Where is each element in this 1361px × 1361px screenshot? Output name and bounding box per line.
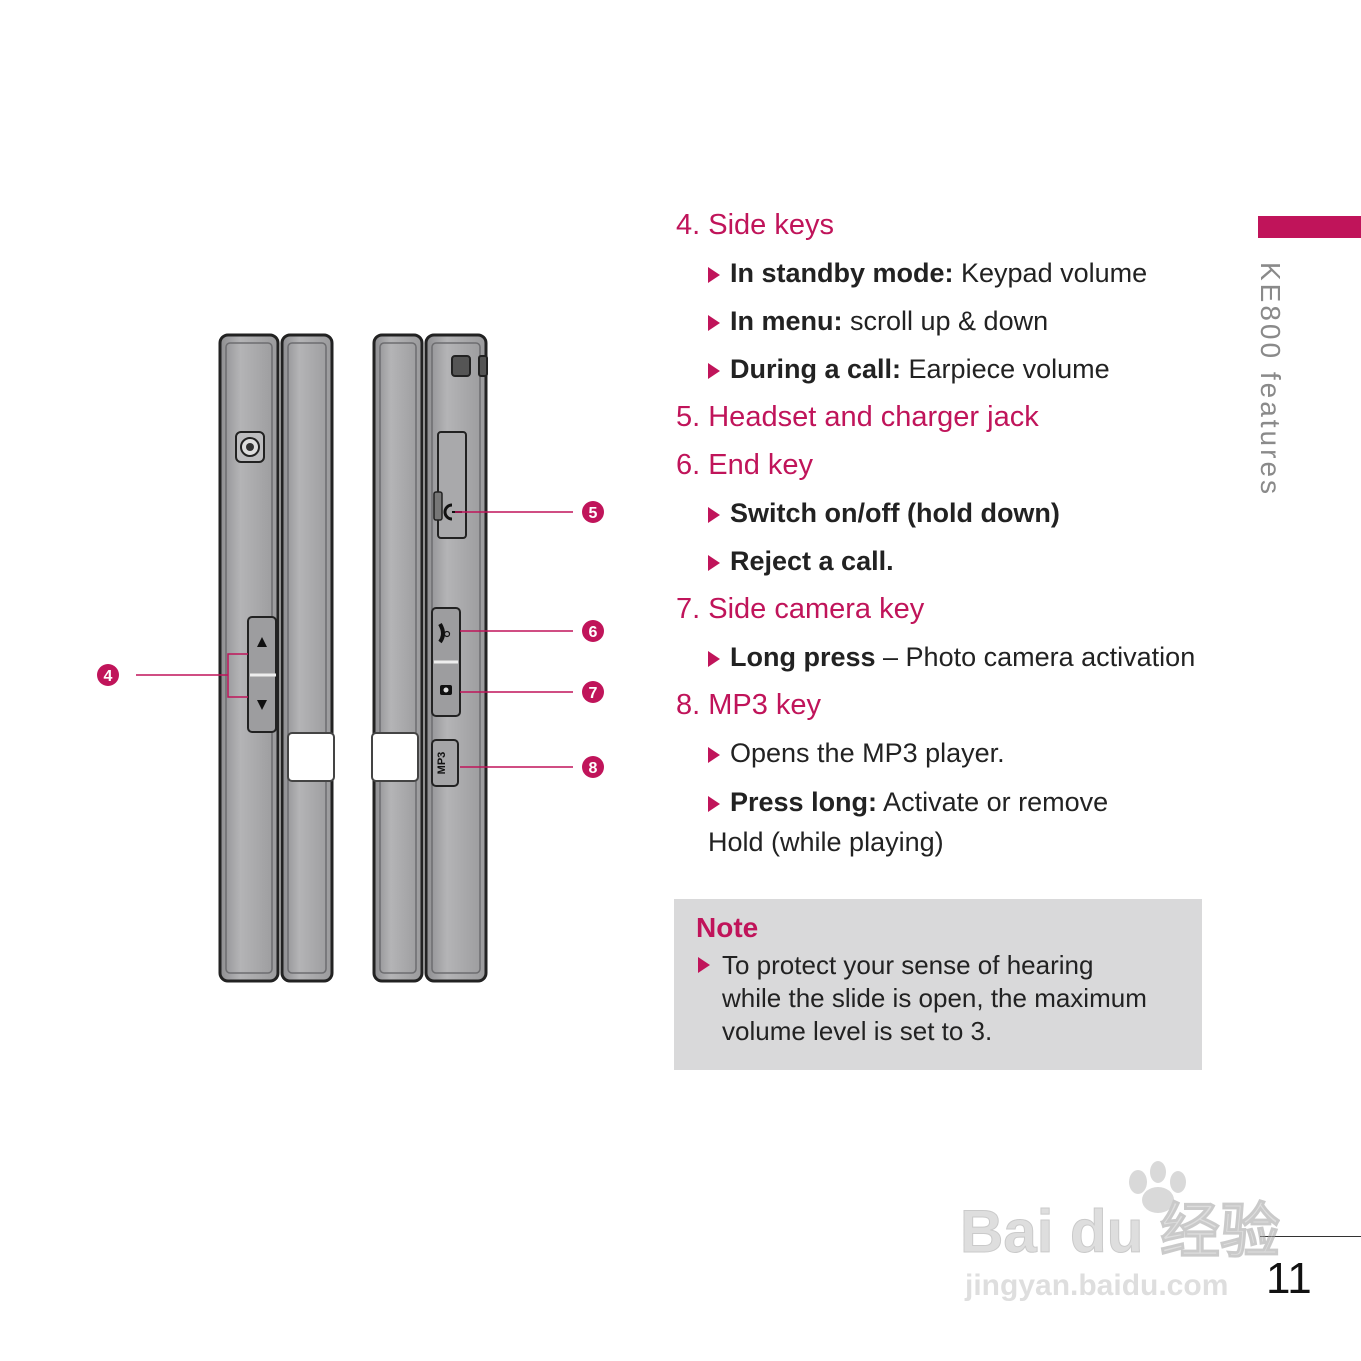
triangle-bullet-icon (708, 651, 720, 667)
svg-text:Bai du 经验: Bai du 经验 (960, 1198, 1280, 1265)
baidu-watermark-logo: Bai du 经验 jingyan.baidu.com (960, 1161, 1280, 1302)
triangle-bullet-icon (708, 796, 720, 812)
side-volume-keys (247, 616, 277, 733)
svg-text:4: 4 (104, 668, 113, 685)
bullet-item: In menu: scroll up & down (708, 306, 1216, 336)
callout-4: 4 (97, 664, 119, 686)
phone-side-illustration: MP3 4 5 6 7 8 (97, 333, 604, 983)
end-key-icon (431, 607, 461, 717)
note-box: Note To protect your sense of hearing wh… (674, 899, 1202, 1070)
bullet-item: Long press – Photo camera activation (708, 642, 1216, 672)
section-heading: 6. End key (676, 449, 814, 481)
svg-text:7: 7 (589, 685, 598, 702)
triangle-bullet-icon (698, 957, 710, 973)
section-heading: 4. Side keys (676, 209, 834, 241)
triangle-bullet-icon (708, 747, 720, 763)
svg-text:jingyan.baidu.com: jingyan.baidu.com (964, 1269, 1228, 1302)
svg-text:6: 6 (589, 624, 598, 641)
volume-down-arrow-icon (257, 700, 267, 710)
callout-7: 7 (582, 681, 604, 703)
bullet-item: Press long: Activate or remove Hold (whi… (708, 787, 1109, 857)
side-tab-label: KE800 features (1255, 262, 1286, 498)
features-list: 4. Side keys In standby mode: Keypad vol… (676, 210, 1216, 880)
side-tab-bar (1258, 216, 1361, 238)
section-heading: 7. Side camera key (676, 593, 925, 625)
bullet-item: Switch on/off (hold down) (708, 498, 1216, 528)
callout-6: 6 (582, 620, 604, 642)
phone-right-side-rear (372, 333, 424, 983)
headset-jack-icon (433, 431, 467, 539)
note-title: Note (696, 912, 759, 943)
bullet-item: In standby mode: Keypad volume (708, 258, 1216, 288)
section-heading: 5. Headset and charger jack (676, 401, 1039, 433)
camera-lens-icon (235, 431, 265, 463)
svg-text:8: 8 (589, 760, 598, 777)
section-heading: 8. MP3 key (676, 689, 822, 721)
bullet-item: During a call: Earpiece volume (708, 354, 1216, 384)
triangle-bullet-icon (708, 363, 720, 379)
bullet-item: Reject a call. (708, 546, 1216, 576)
callout-5: 5 (582, 501, 604, 523)
triangle-bullet-icon (708, 507, 720, 523)
camera-key-icon (440, 685, 452, 695)
page-number: 11 (1266, 1254, 1312, 1303)
mp3-key: MP3 (431, 739, 459, 787)
page-divider (1260, 1236, 1361, 1237)
note-body: To protect your sense of hearing while t… (696, 949, 1152, 1048)
bullet-item: Opens the MP3 player. (708, 738, 1216, 768)
volume-up-arrow-icon (257, 637, 267, 647)
phone-left-side-front (280, 333, 334, 983)
triangle-bullet-icon (708, 315, 720, 331)
triangle-bullet-icon (708, 267, 720, 283)
callout-8: 8 (582, 756, 604, 778)
triangle-bullet-icon (708, 555, 720, 571)
note-text: To protect your sense of hearing while t… (722, 950, 1147, 1046)
svg-text:5: 5 (589, 505, 598, 522)
mp3-key-label: MP3 (436, 752, 448, 775)
